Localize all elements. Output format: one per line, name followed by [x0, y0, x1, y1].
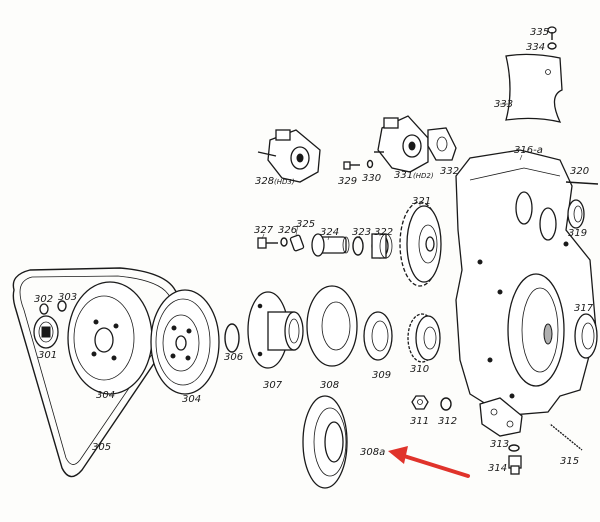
washer-330	[366, 159, 374, 169]
gear-310	[407, 313, 441, 363]
label-331-variant: (HD2)	[413, 172, 434, 180]
label-308a: 308a	[360, 447, 385, 458]
label-322: 322	[374, 227, 393, 238]
seal-308a	[302, 395, 348, 489]
label-323: 323	[352, 227, 371, 238]
label-315: 315	[560, 456, 579, 467]
pulley-304-rear	[67, 281, 153, 395]
label-325: 325	[296, 219, 315, 230]
label-331: 331	[394, 170, 413, 181]
label-329: 329	[338, 176, 357, 187]
label-327: 327	[254, 225, 274, 236]
label-302: 302	[34, 294, 53, 305]
label-314: 314	[488, 463, 507, 474]
pump-housing-331	[374, 115, 429, 173]
label-303: 303	[58, 292, 77, 303]
hub-307	[247, 291, 304, 369]
bushing-319	[567, 199, 585, 229]
washer-312	[440, 397, 452, 411]
washer-326	[280, 237, 288, 247]
ring-323	[352, 236, 364, 256]
label-307: 307	[263, 380, 283, 391]
washer-334	[547, 42, 557, 50]
bearing-322	[371, 233, 393, 259]
label-333: 333	[494, 99, 513, 110]
key-325	[289, 234, 305, 252]
housing-316a	[455, 149, 597, 437]
label-328: 328	[255, 176, 274, 187]
label-319: 319	[568, 228, 587, 239]
shaft-324	[311, 233, 350, 257]
pulley-304-front	[150, 289, 220, 395]
ring-306	[224, 323, 240, 353]
label-328-variant: (HD3)	[274, 178, 295, 186]
label-305: 305	[92, 442, 111, 453]
label-308: 308	[320, 380, 339, 391]
label-317: 317	[574, 303, 594, 314]
label-326: 326	[278, 225, 297, 236]
ring-303	[57, 300, 67, 312]
plug-314	[508, 455, 522, 475]
stud-320	[565, 181, 599, 185]
label-321: 321	[412, 196, 431, 207]
label-332: 332	[440, 166, 459, 177]
bolt-329	[343, 161, 360, 170]
ring-308	[306, 285, 358, 367]
gasket-332	[427, 127, 457, 161]
nut-311	[411, 395, 429, 410]
bolt-302	[39, 303, 49, 315]
label-334: 334	[526, 42, 545, 53]
bearing-309	[363, 311, 393, 361]
bolt-327	[257, 237, 278, 249]
label-304-rear: 304	[96, 390, 115, 401]
stud-315	[549, 423, 583, 451]
washer-313	[508, 444, 520, 452]
label-311: 311	[410, 416, 429, 427]
highlight-arrow	[388, 446, 470, 478]
seal-317	[574, 313, 598, 359]
label-310: 310	[410, 364, 429, 375]
pump-housing-328	[257, 129, 321, 183]
label-324: 324	[320, 227, 339, 238]
label-330: 330	[362, 173, 381, 184]
label-313: 313	[490, 439, 509, 450]
label-312: 312	[438, 416, 457, 427]
label-309: 309	[372, 370, 391, 381]
label-301: 301	[38, 350, 57, 361]
label-304-front: 304	[182, 394, 201, 405]
part-labels: 302 303 301 304 304 305 306 307 308 308a…	[34, 27, 594, 474]
leader-lines	[261, 103, 523, 241]
label-306: 306	[224, 352, 243, 363]
screw-335	[547, 26, 557, 40]
cover-plate-333	[505, 53, 563, 123]
pulley-301	[33, 315, 59, 349]
label-316a: 316-a	[514, 145, 543, 156]
label-335: 335	[530, 27, 549, 38]
label-320: 320	[570, 166, 589, 177]
gear-321	[399, 201, 442, 287]
